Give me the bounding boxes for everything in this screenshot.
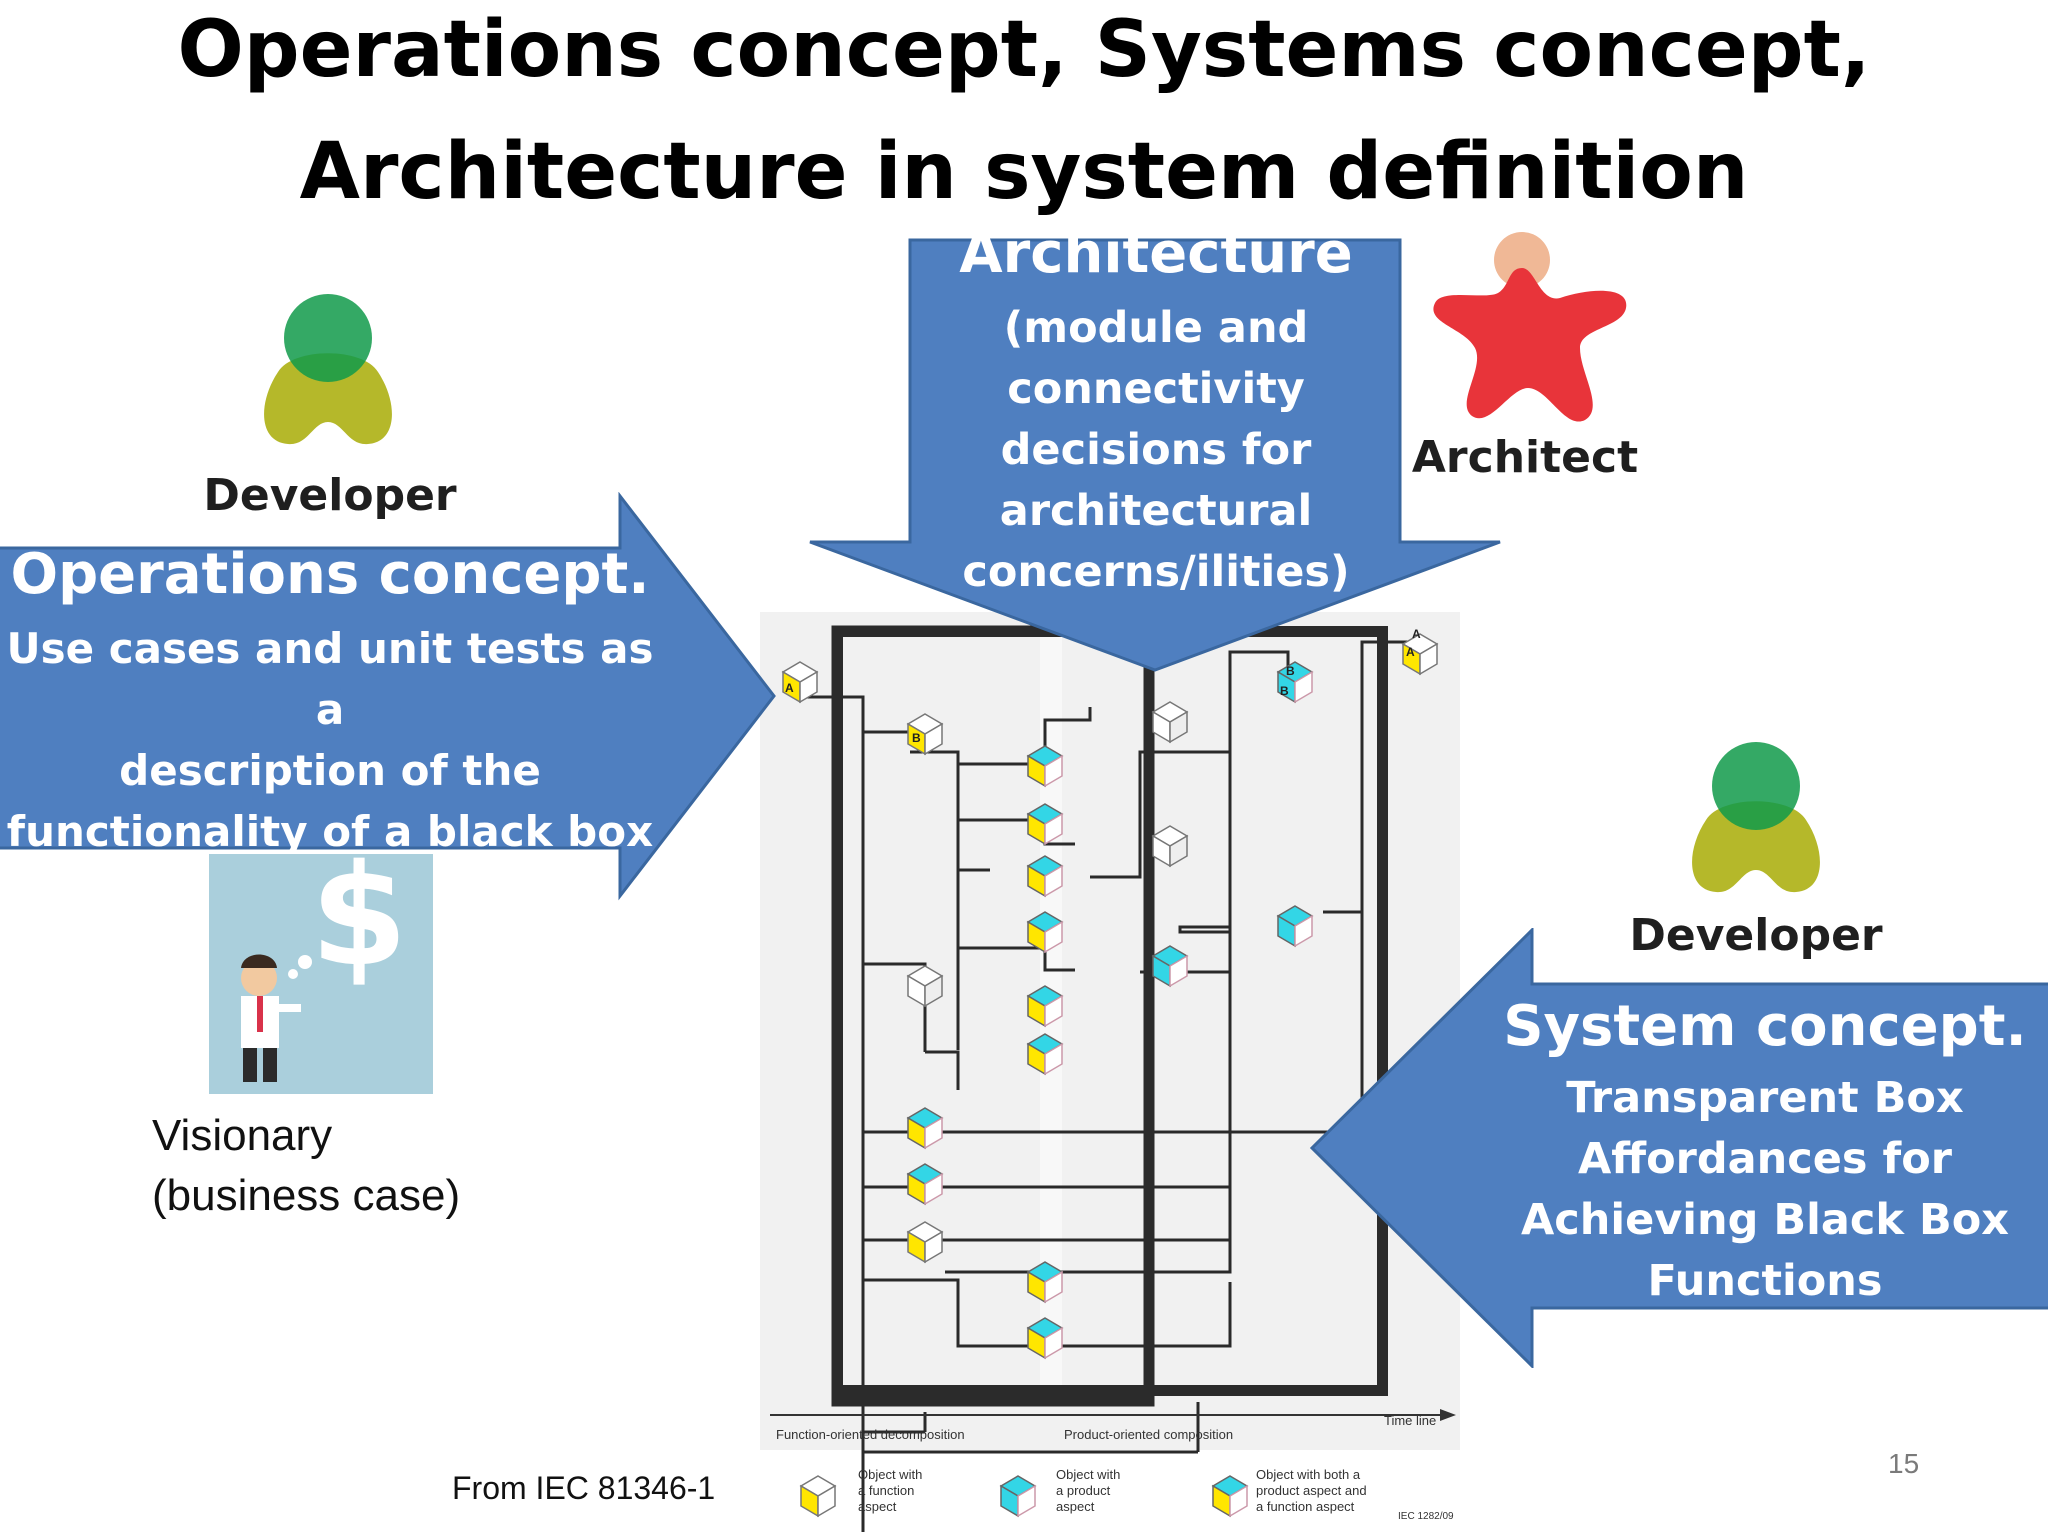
architect-label: Architect <box>1411 432 1639 483</box>
developer-right-avatar-icon <box>1692 742 1820 893</box>
node-label-a-upper: A <box>1412 627 1421 641</box>
legend-both-cube-icon <box>1211 1475 1249 1518</box>
svg-text:$: $ <box>310 854 407 998</box>
visionary-caption-line-2: (business case) <box>152 1171 461 1220</box>
developer-top-label: Developer <box>203 470 457 521</box>
node-label-b: B <box>912 731 921 745</box>
architect-avatar-icon <box>1433 232 1627 422</box>
operations-concept-heading: Operations concept. <box>10 542 650 607</box>
visionary-businessman-icon: $ <box>209 854 433 1094</box>
operations-concept-arrow <box>0 492 776 901</box>
system-concept-heading: System concept. <box>1503 994 2027 1059</box>
visionary-caption-line-1: Visionary <box>152 1111 333 1160</box>
developer-right-label: Developer <box>1629 910 1883 961</box>
legend-function-cube-icon <box>799 1475 837 1518</box>
diagram-panel <box>760 612 1460 1450</box>
time-line-label: Time line <box>1384 1413 1437 1428</box>
axis-left-label: Function-oriented decomposition <box>776 1427 965 1442</box>
iec-reference: IEC 1282/09 <box>1398 1511 1454 1522</box>
architecture-body: (module and connectivity decisions for a… <box>962 303 1350 597</box>
slide-title-line-2: Architecture in system definition <box>299 127 1749 217</box>
node-label-a: A <box>785 681 794 695</box>
architecture-heading: Architecture <box>959 221 1353 286</box>
page-number: 15 <box>1888 1448 1920 1479</box>
slide-title-line-1: Operations concept, Systems concept, <box>177 5 1871 95</box>
system-concept-body: Transparent Box Affordances for Achievin… <box>1520 1073 2010 1306</box>
axis-right-label: Product-oriented composition <box>1064 1427 1234 1442</box>
system-concept-arrow <box>1310 928 2048 1368</box>
developer-avatar-icon <box>264 294 392 445</box>
source-caption: From IEC 81346-1 <box>452 1470 716 1506</box>
node-label-a-lower: A <box>1406 645 1415 659</box>
legend-product-cube-icon <box>999 1475 1037 1518</box>
architecture-arrow <box>809 238 1501 672</box>
node-label-b-upper: B <box>1286 664 1295 678</box>
node-label-b-lower: B <box>1280 684 1289 698</box>
visionary-caption: Visionary (business case) <box>152 1106 460 1226</box>
